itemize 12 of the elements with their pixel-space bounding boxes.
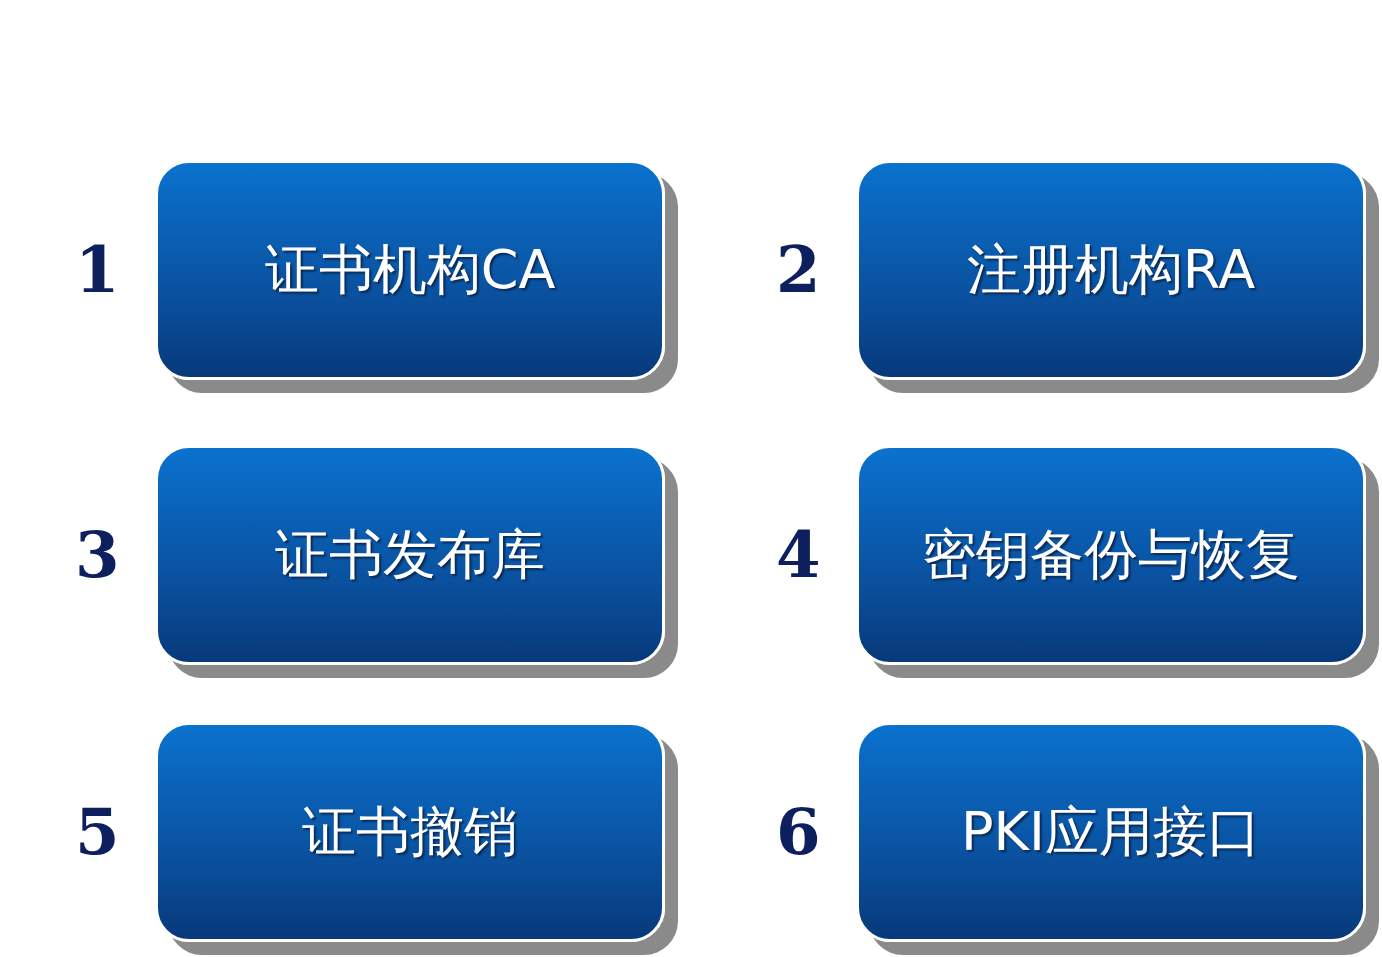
box-label: 注册机构RA: [966, 236, 1256, 303]
step-number: 3: [75, 523, 120, 587]
step-number: 4: [776, 523, 821, 587]
box-label: PKI应用接口: [961, 798, 1261, 865]
box-label: 证书撤销: [302, 798, 518, 865]
box-label: 证书机构CA: [264, 236, 556, 303]
box-label: 密钥备份与恢复: [922, 521, 1300, 588]
step-number: 2: [776, 238, 821, 302]
step-number: 5: [75, 800, 120, 864]
step-number: 6: [776, 800, 821, 864]
step-number: 1: [75, 238, 120, 302]
box-label: 证书发布库: [275, 521, 545, 588]
